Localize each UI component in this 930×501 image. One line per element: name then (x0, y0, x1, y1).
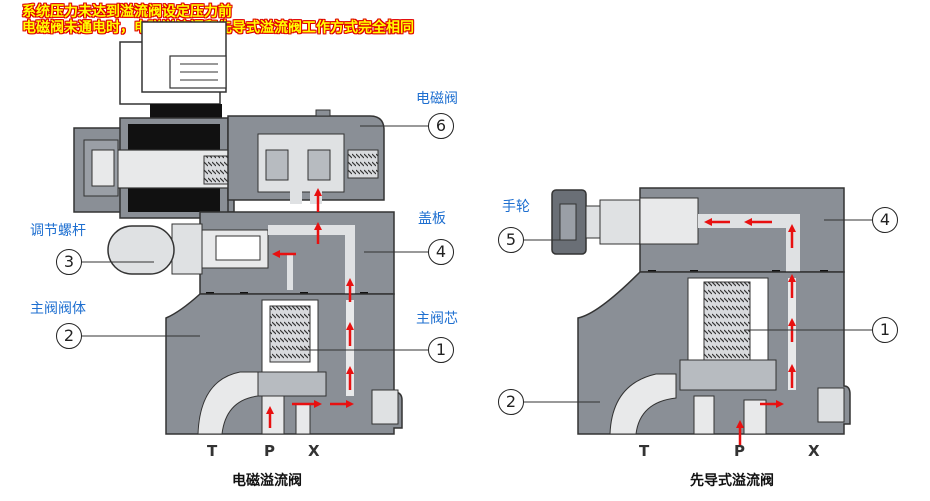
solenoid-connector (119, 21, 227, 118)
pilot-main-body (577, 271, 851, 435)
leader-lines-left (82, 125, 428, 351)
port-p-left: P (264, 442, 275, 460)
pilot-relief-valve: T P X (524, 187, 872, 460)
label-cover-plate: 盖板 (418, 211, 446, 227)
solenoid-coil (73, 117, 235, 219)
port-p-right: P (734, 442, 745, 460)
handwheel (551, 189, 641, 255)
solenoid-valve-body (227, 109, 385, 204)
callout-6-left: 6 (428, 113, 454, 139)
callout-3-left: 3 (56, 249, 82, 275)
title-pilot-relief-valve: 先导式溢流阀 (690, 473, 774, 489)
leader-lines-right (524, 219, 872, 403)
caption-line-1: 系统压力未达到溢流阀设定压力前 (22, 4, 232, 20)
port-t-right: T (639, 442, 650, 460)
label-handwheel: 手轮 (502, 199, 530, 215)
callout-1-left: 1 (428, 337, 454, 363)
callout-4-right: 4 (872, 207, 898, 233)
title-solenoid-relief-valve: 电磁溢流阀 (232, 473, 302, 489)
port-t-left: T (207, 442, 218, 460)
flow-arrows-right (703, 217, 797, 446)
label-main-spool: 主阀芯 (416, 311, 458, 327)
pilot-cover (639, 187, 845, 274)
label-main-body: 主阀阀体 (30, 301, 86, 317)
callout-2-right: 2 (498, 389, 524, 415)
main-valve-body (165, 293, 403, 435)
callout-1-right: 1 (872, 317, 898, 343)
flow-arrows-left (265, 187, 355, 428)
label-adjust-screw: 调节螺杆 (30, 223, 86, 239)
port-x-right: X (808, 442, 820, 460)
solenoid-relief-valve: T P X (73, 21, 428, 460)
label-solenoid-valve: 电磁阀 (416, 91, 458, 107)
port-x-left: X (308, 442, 320, 460)
callout-2-left: 2 (56, 323, 82, 349)
callout-5-right: 5 (498, 227, 524, 253)
callout-4-left: 4 (428, 239, 454, 265)
cover-plate (107, 211, 395, 401)
